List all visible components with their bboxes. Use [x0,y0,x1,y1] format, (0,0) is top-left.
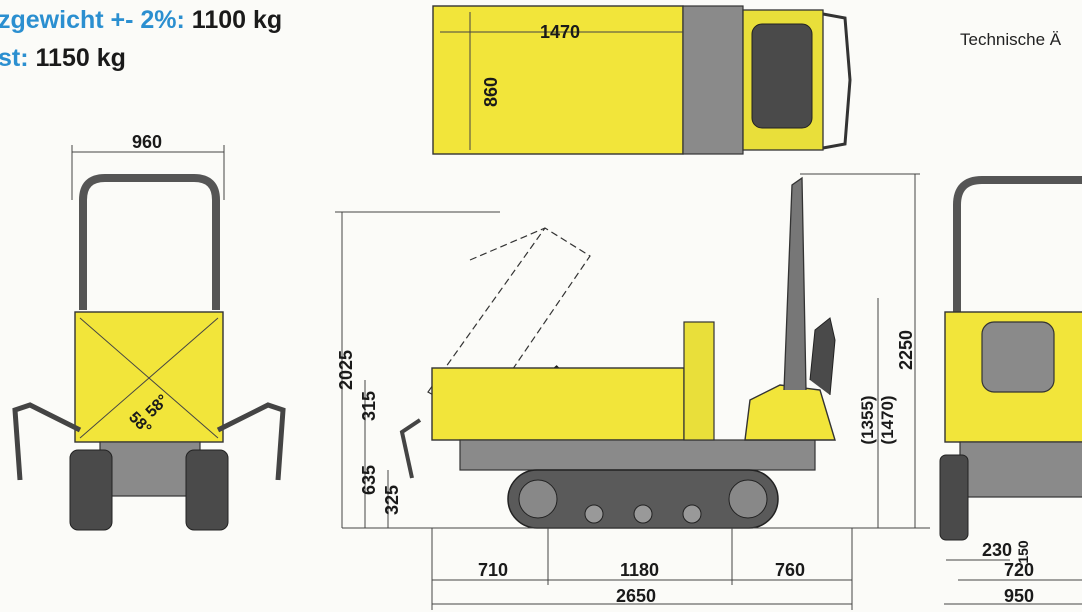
front-lever-left [12,402,82,481]
side-skip [431,367,685,441]
side-view: 2025 315 635 325 56° 2250 (1355) (1470) [335,173,930,610]
rear-rollbar [953,176,1082,312]
weight-label-2: st: [0,44,29,72]
top-view-engine [682,5,744,155]
rear-view: 230 150 720 950 [939,176,1082,606]
rear-dim-a-label: 230 [982,540,1012,560]
side-roller-2 [633,504,653,524]
side-idler-front [518,479,558,519]
dump-height-label: 2025 [336,350,356,390]
front-overhang-label: 710 [478,560,508,580]
seat-height-label-1: (1355) [858,395,877,444]
front-width-label: 960 [132,132,162,152]
top-view-seat [751,23,813,129]
side-roller-3 [682,504,702,524]
lip-height-label: 325 [382,485,402,515]
bed-height-label: 315 [359,391,379,421]
top-view-rollbar [822,12,852,150]
side-rollbar [783,176,807,391]
rear-dim-b-label: 150 [1015,540,1031,564]
side-sprocket-rear [728,479,768,519]
side-engine-cover [744,384,836,441]
front-lever-right [216,402,286,481]
weight-value-2: 1150 kg [35,44,126,72]
tilted-skip-outline [427,227,591,421]
front-view: 960 58° 58° [12,132,286,531]
overall-height-label: 2250 [896,330,916,370]
side-frame-panel [683,321,715,441]
wheelbase-label: 1180 [620,560,659,580]
overall-length-label: 2650 [616,586,656,606]
front-brace-2 [79,317,219,439]
rear-overhang-label: 760 [775,560,805,580]
front-track-left [69,449,113,531]
weight-value-1: 1100 kg [191,6,283,34]
front-rollbar [79,174,220,310]
side-seat [809,317,836,396]
top-view: 1470 860 [432,5,852,155]
front-track-right [185,449,229,531]
technical-note: Technische Ä [960,30,1062,49]
weight-line-1: zgewicht +- 2%: 1100 kg [0,6,282,35]
seat-height-label-2: (1470) [878,395,897,444]
top-view-skip [432,5,684,155]
weight-label-1: zgewicht +- 2%: [0,6,185,34]
side-chassis [459,439,816,471]
top-length-label: 1470 [540,22,580,42]
weight-line-2: st: 1150 kg [0,44,126,73]
front-chassis [99,441,201,497]
top-width-label: 860 [481,77,501,107]
sill-height-label: 635 [359,465,379,495]
rear-seat [981,321,1055,393]
tilted-skip-top [469,227,546,261]
rear-track-label: 720 [1004,560,1034,580]
rear-track-left [939,454,969,541]
rear-chassis [959,441,1082,498]
side-roller-1 [584,504,604,524]
rear-width-label: 950 [1004,586,1034,606]
side-front-lever [399,418,422,479]
